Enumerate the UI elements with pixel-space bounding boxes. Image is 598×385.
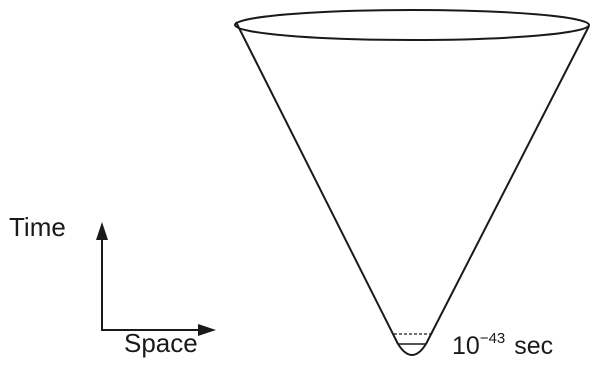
cone-apex-cap [397, 343, 427, 356]
space-axis-arrow [101, 324, 216, 336]
epoch-exponent: −43 [479, 330, 506, 347]
cone-right-edge [425, 25, 590, 345]
time-axis-label: Time [9, 212, 66, 242]
epoch-unit: sec [514, 332, 554, 360]
cone-rim-ellipse [234, 9, 590, 41]
planck-time-label: 10−43 sec [452, 331, 553, 359]
space-axis-label: Space [124, 328, 198, 358]
time-axis-arrow [96, 222, 108, 329]
cone-left-edge [235, 21, 399, 345]
epoch-base: 10 [452, 332, 480, 360]
